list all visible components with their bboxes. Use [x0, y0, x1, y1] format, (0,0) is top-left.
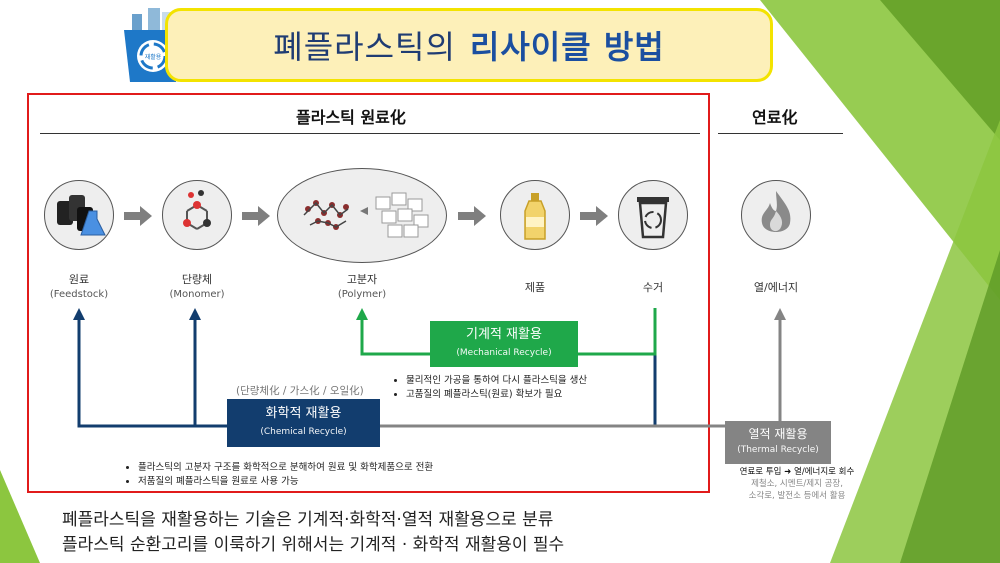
- oil-barrel-flask-icon: [57, 195, 106, 236]
- thermal-note-3: 소각로, 발전소 등에서 활용: [748, 491, 846, 501]
- chemical-title: 화학적 재활용: [265, 406, 342, 421]
- arrowhead-feedstock: [73, 308, 85, 320]
- arrow-polymer-product: [458, 206, 486, 226]
- flame-icon: [761, 191, 791, 232]
- title-emphasis: 리사이클 방법: [469, 28, 665, 66]
- arrow-product-collection: [580, 206, 608, 226]
- label-heat-energy: 열/에너지: [736, 280, 816, 295]
- mechanical-title: 기계적 재활용: [466, 327, 542, 342]
- chemical-loop-left: [77, 318, 227, 428]
- polymer-node: [277, 168, 447, 263]
- thermal-en: (Thermal Recycle): [737, 445, 819, 455]
- mechanical-loop-right: [578, 308, 657, 356]
- label-monomer-en: (Monomer): [169, 289, 225, 300]
- arrow-feedstock-monomer: [124, 206, 152, 226]
- mechanical-recycle-box: 기계적 재활용 (Mechanical Recycle): [430, 321, 578, 367]
- thermal-note-1: 연료로 투입 ➜ 열/에너지로 회수: [739, 467, 855, 477]
- collection-node: [618, 180, 688, 250]
- mechanical-note-1: 물리적인 가공을 통하여 다시 플라스틱을 생산: [406, 374, 587, 388]
- mechanical-note-2: 고품질의 폐플라스틱(원료) 확보가 필요: [406, 388, 587, 402]
- mechanical-en: (Mechanical Recycle): [456, 348, 552, 358]
- polymer-structure-icon: [303, 192, 429, 238]
- label-collection: 수거: [613, 280, 693, 295]
- chemical-methods: (단량체化 / 가스化 / 오일化): [236, 385, 364, 397]
- feedstock-node: [44, 180, 114, 250]
- molecule-icon: [183, 190, 211, 230]
- title-main: 폐플라스틱의: [273, 28, 456, 66]
- label-feedstock: 원료 (Feedstock): [39, 272, 119, 302]
- thermal-note-2: 제철소, 시멘트/제지 공장,: [751, 479, 843, 489]
- label-polymer-ko: 고분자: [346, 273, 378, 286]
- process-arrows: [124, 206, 608, 226]
- heat-energy-node: [741, 180, 811, 250]
- label-product-ko: 제품: [524, 281, 546, 294]
- arrowhead-heat: [774, 308, 786, 320]
- plastic-feedstock-frame: [27, 93, 710, 493]
- label-product: 제품: [495, 280, 575, 295]
- label-feedstock-en: (Feedstock): [49, 289, 109, 300]
- thermal-notes: 연료로 투입 ➜ 열/에너지로 회수 제철소, 시멘트/제지 공장, 소각로, …: [722, 466, 872, 502]
- summary-line-1: 폐플라스틱을 재활용하는 기술은 기계적·화학적·열적 재활용으로 분류: [62, 510, 554, 530]
- recycle-icon-label: 재활용: [145, 53, 162, 61]
- recycle-bin-collection-icon: [637, 197, 669, 239]
- arrow-monomer-polymer: [242, 206, 270, 226]
- page-title: 폐플라스틱의 리사이클 방법: [165, 8, 773, 82]
- section-fuel-rule: [718, 133, 843, 134]
- chemical-recycle-box: 화학적 재활용 (Chemical Recycle): [227, 399, 380, 447]
- summary-line-2: 플라스틱 순환고리를 이룩하기 위해서는 기계적 · 화학적 재활용이 필수: [62, 535, 565, 555]
- section-plastic-header: 플라스틱 원료化: [296, 108, 406, 127]
- product-node: [500, 180, 570, 250]
- mechanical-loop-left: [360, 318, 430, 356]
- section-plastic-rule: [40, 133, 700, 134]
- chemical-note-2: 저품질의 폐플라스틱을 원료로 사용 가능: [138, 475, 433, 489]
- thermal-recycle-box: 열적 재활용 (Thermal Recycle): [725, 421, 831, 464]
- label-monomer: 단량체 (Monomer): [157, 272, 237, 302]
- bottle-icon: [524, 193, 546, 240]
- section-fuel-header: 연료化: [752, 108, 798, 127]
- chemical-en: (Chemical Recycle): [260, 427, 347, 437]
- arrowhead-monomer: [189, 308, 201, 320]
- chemical-note-1: 플라스틱의 고분자 구조를 화학적으로 분해하여 원료 및 화학제품으로 전환: [138, 461, 433, 475]
- label-polymer-en: (Polymer): [337, 289, 387, 300]
- label-monomer-ko: 단량체: [181, 273, 213, 286]
- monomer-node: [162, 180, 232, 250]
- label-collection-ko: 수거: [642, 281, 664, 294]
- chemical-notes: 플라스틱의 고분자 구조를 화학적으로 분해하여 원료 및 화학제품으로 전환 …: [124, 461, 433, 489]
- arrowhead-polymer: [356, 308, 368, 320]
- mechanical-notes: 물리적인 가공을 통하여 다시 플라스틱을 생산 고품질의 폐플라스틱(원료) …: [392, 374, 587, 402]
- label-heat-energy-ko: 열/에너지: [753, 281, 799, 294]
- label-polymer: 고분자 (Polymer): [322, 272, 402, 302]
- thermal-title: 열적 재활용: [748, 427, 808, 441]
- label-feedstock-ko: 원료: [68, 273, 90, 286]
